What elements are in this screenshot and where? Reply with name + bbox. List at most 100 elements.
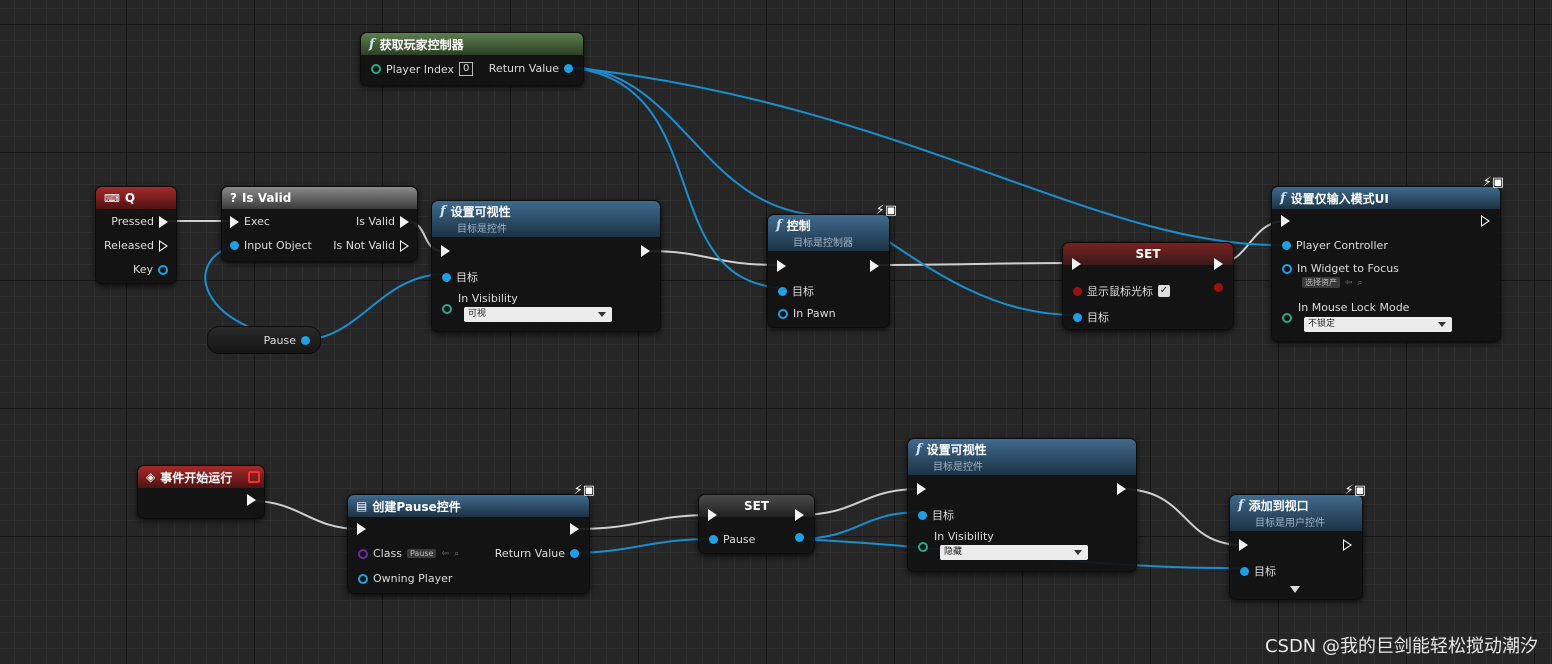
delegate-icon: [248, 471, 260, 483]
show-cursor-checkbox[interactable]: ✓: [1158, 285, 1170, 297]
object-pin-icon: [795, 533, 804, 542]
exec-in-pin[interactable]: [917, 483, 926, 495]
exec-pin-icon: [230, 215, 239, 228]
pause-in-pin[interactable]: Pause: [709, 533, 755, 546]
pressed-pin[interactable]: Pressed: [111, 215, 168, 228]
mouse-lock-dropdown[interactable]: 不锁定: [1304, 317, 1452, 332]
is-valid-node[interactable]: ?Is Valid Exec Input Object Is Valid Is …: [221, 186, 418, 262]
function-icon: f: [1280, 190, 1286, 206]
mouse-lock-pin[interactable]: [1282, 313, 1292, 323]
in-widget-to-focus-pin[interactable]: In Widget to Focus: [1282, 262, 1399, 275]
object-pin-icon: [1240, 566, 1249, 576]
in-visibility-pin[interactable]: [442, 304, 452, 314]
target-pin[interactable]: 目标: [918, 507, 954, 523]
owning-player-pin[interactable]: Owning Player: [358, 572, 452, 585]
exec-in-pin[interactable]: [357, 523, 366, 535]
exec-in-pin[interactable]: [1239, 539, 1248, 551]
target-pin[interactable]: 目标: [1240, 563, 1276, 579]
exec-pin-icon: [247, 494, 256, 506]
exec-in-pin[interactable]: Exec: [230, 215, 270, 228]
exec-out-pin[interactable]: [1117, 483, 1126, 495]
exec-out-pin[interactable]: [1481, 215, 1490, 227]
show-cursor-pin[interactable]: 显示鼠标光标✓: [1073, 283, 1170, 299]
node-header: ▤创建Pause控件: [348, 495, 589, 517]
target-pin[interactable]: 目标: [778, 283, 814, 299]
arrow-left-icon: ⇦: [1345, 277, 1353, 288]
pause-pin[interactable]: Pause: [264, 334, 310, 347]
in-visibility-pin[interactable]: [918, 542, 928, 552]
node-title: SET: [743, 499, 770, 513]
client-icon: ⚡▣: [573, 483, 595, 498]
set-show-cursor-node[interactable]: SET 显示鼠标光标✓ 目标: [1062, 242, 1234, 330]
exec-pin-icon: [357, 523, 366, 535]
key-pin[interactable]: Key: [133, 263, 168, 276]
object-pin-icon: [1073, 312, 1082, 322]
exec-pin-icon: [1239, 539, 1248, 551]
int-pin-icon: [371, 64, 381, 74]
input-object-pin[interactable]: Input Object: [230, 239, 312, 252]
exec-wire: [645, 250, 781, 266]
key-q-node[interactable]: ⌨Q Pressed Released Key: [95, 186, 177, 284]
player-controller-pin[interactable]: Player Controller: [1282, 239, 1388, 252]
exec-in-pin[interactable]: [1281, 215, 1290, 227]
in-pawn-pin[interactable]: In Pawn: [778, 307, 836, 320]
object-pin-icon: [301, 336, 310, 345]
node-title: 设置可视性: [450, 205, 511, 219]
exec-pin-icon: [795, 509, 804, 521]
search-icon: ⌕: [1357, 277, 1363, 288]
widget-asset-picker[interactable]: 选择资产⇦⌕: [1302, 277, 1363, 288]
exec-in-pin[interactable]: [441, 245, 450, 257]
exec-out-pin[interactable]: [795, 509, 804, 521]
data-wire: [565, 66, 783, 289]
exec-out-pin[interactable]: [1343, 539, 1352, 551]
target-pin[interactable]: 目标: [1073, 309, 1109, 325]
visibility-dropdown[interactable]: 可视: [464, 307, 612, 322]
keyboard-icon: ⌨: [104, 191, 120, 205]
target-pin[interactable]: 目标: [442, 269, 478, 285]
function-icon: f: [776, 218, 782, 233]
is-not-valid-pin[interactable]: Is Not Valid: [333, 239, 409, 252]
is-valid-pin[interactable]: Is Valid: [356, 215, 409, 228]
exec-pin-icon: [1214, 258, 1223, 270]
exec-in-pin[interactable]: [777, 260, 786, 272]
set-pause-node[interactable]: SET Pause: [698, 494, 815, 554]
node-title: 添加到视口: [1248, 499, 1309, 513]
watermark: CSDN @我的巨剑能轻松搅动潮汐: [1264, 636, 1538, 657]
exec-out-pin[interactable]: [641, 245, 650, 257]
exec-in-pin[interactable]: [1072, 258, 1081, 270]
pause-out-pin[interactable]: [795, 533, 804, 542]
class-dropdown[interactable]: Pause: [406, 549, 437, 558]
exec-in-pin[interactable]: [708, 509, 717, 521]
show-cursor-out-pin[interactable]: [1214, 283, 1223, 292]
expand-arrow-icon[interactable]: [1290, 586, 1300, 593]
object-pin-icon: [442, 272, 451, 282]
exec-out-pin[interactable]: [870, 260, 879, 272]
node-header: SET: [699, 495, 814, 517]
exec-out-pin[interactable]: [247, 494, 256, 506]
event-begin-play-node[interactable]: ◈事件开始运行: [137, 465, 265, 519]
exec-out-pin[interactable]: [1214, 258, 1223, 270]
visibility-dropdown[interactable]: 隐藏: [940, 545, 1088, 560]
return-value-pin[interactable]: Return Value: [489, 62, 573, 75]
return-value-pin[interactable]: Return Value: [495, 547, 579, 560]
node-title: 获取玩家控制器: [379, 37, 464, 52]
exec-wire: [576, 514, 712, 530]
released-pin[interactable]: Released: [104, 239, 168, 252]
bool-pin-icon: [1214, 283, 1223, 292]
node-title: 设置仅输入模式UI: [1290, 191, 1389, 206]
event-icon: ◈: [146, 470, 156, 484]
exec-out-pin[interactable]: [570, 523, 579, 535]
pause-variable-node[interactable]: Pause: [207, 326, 321, 354]
player-index-input[interactable]: 0: [459, 62, 474, 76]
